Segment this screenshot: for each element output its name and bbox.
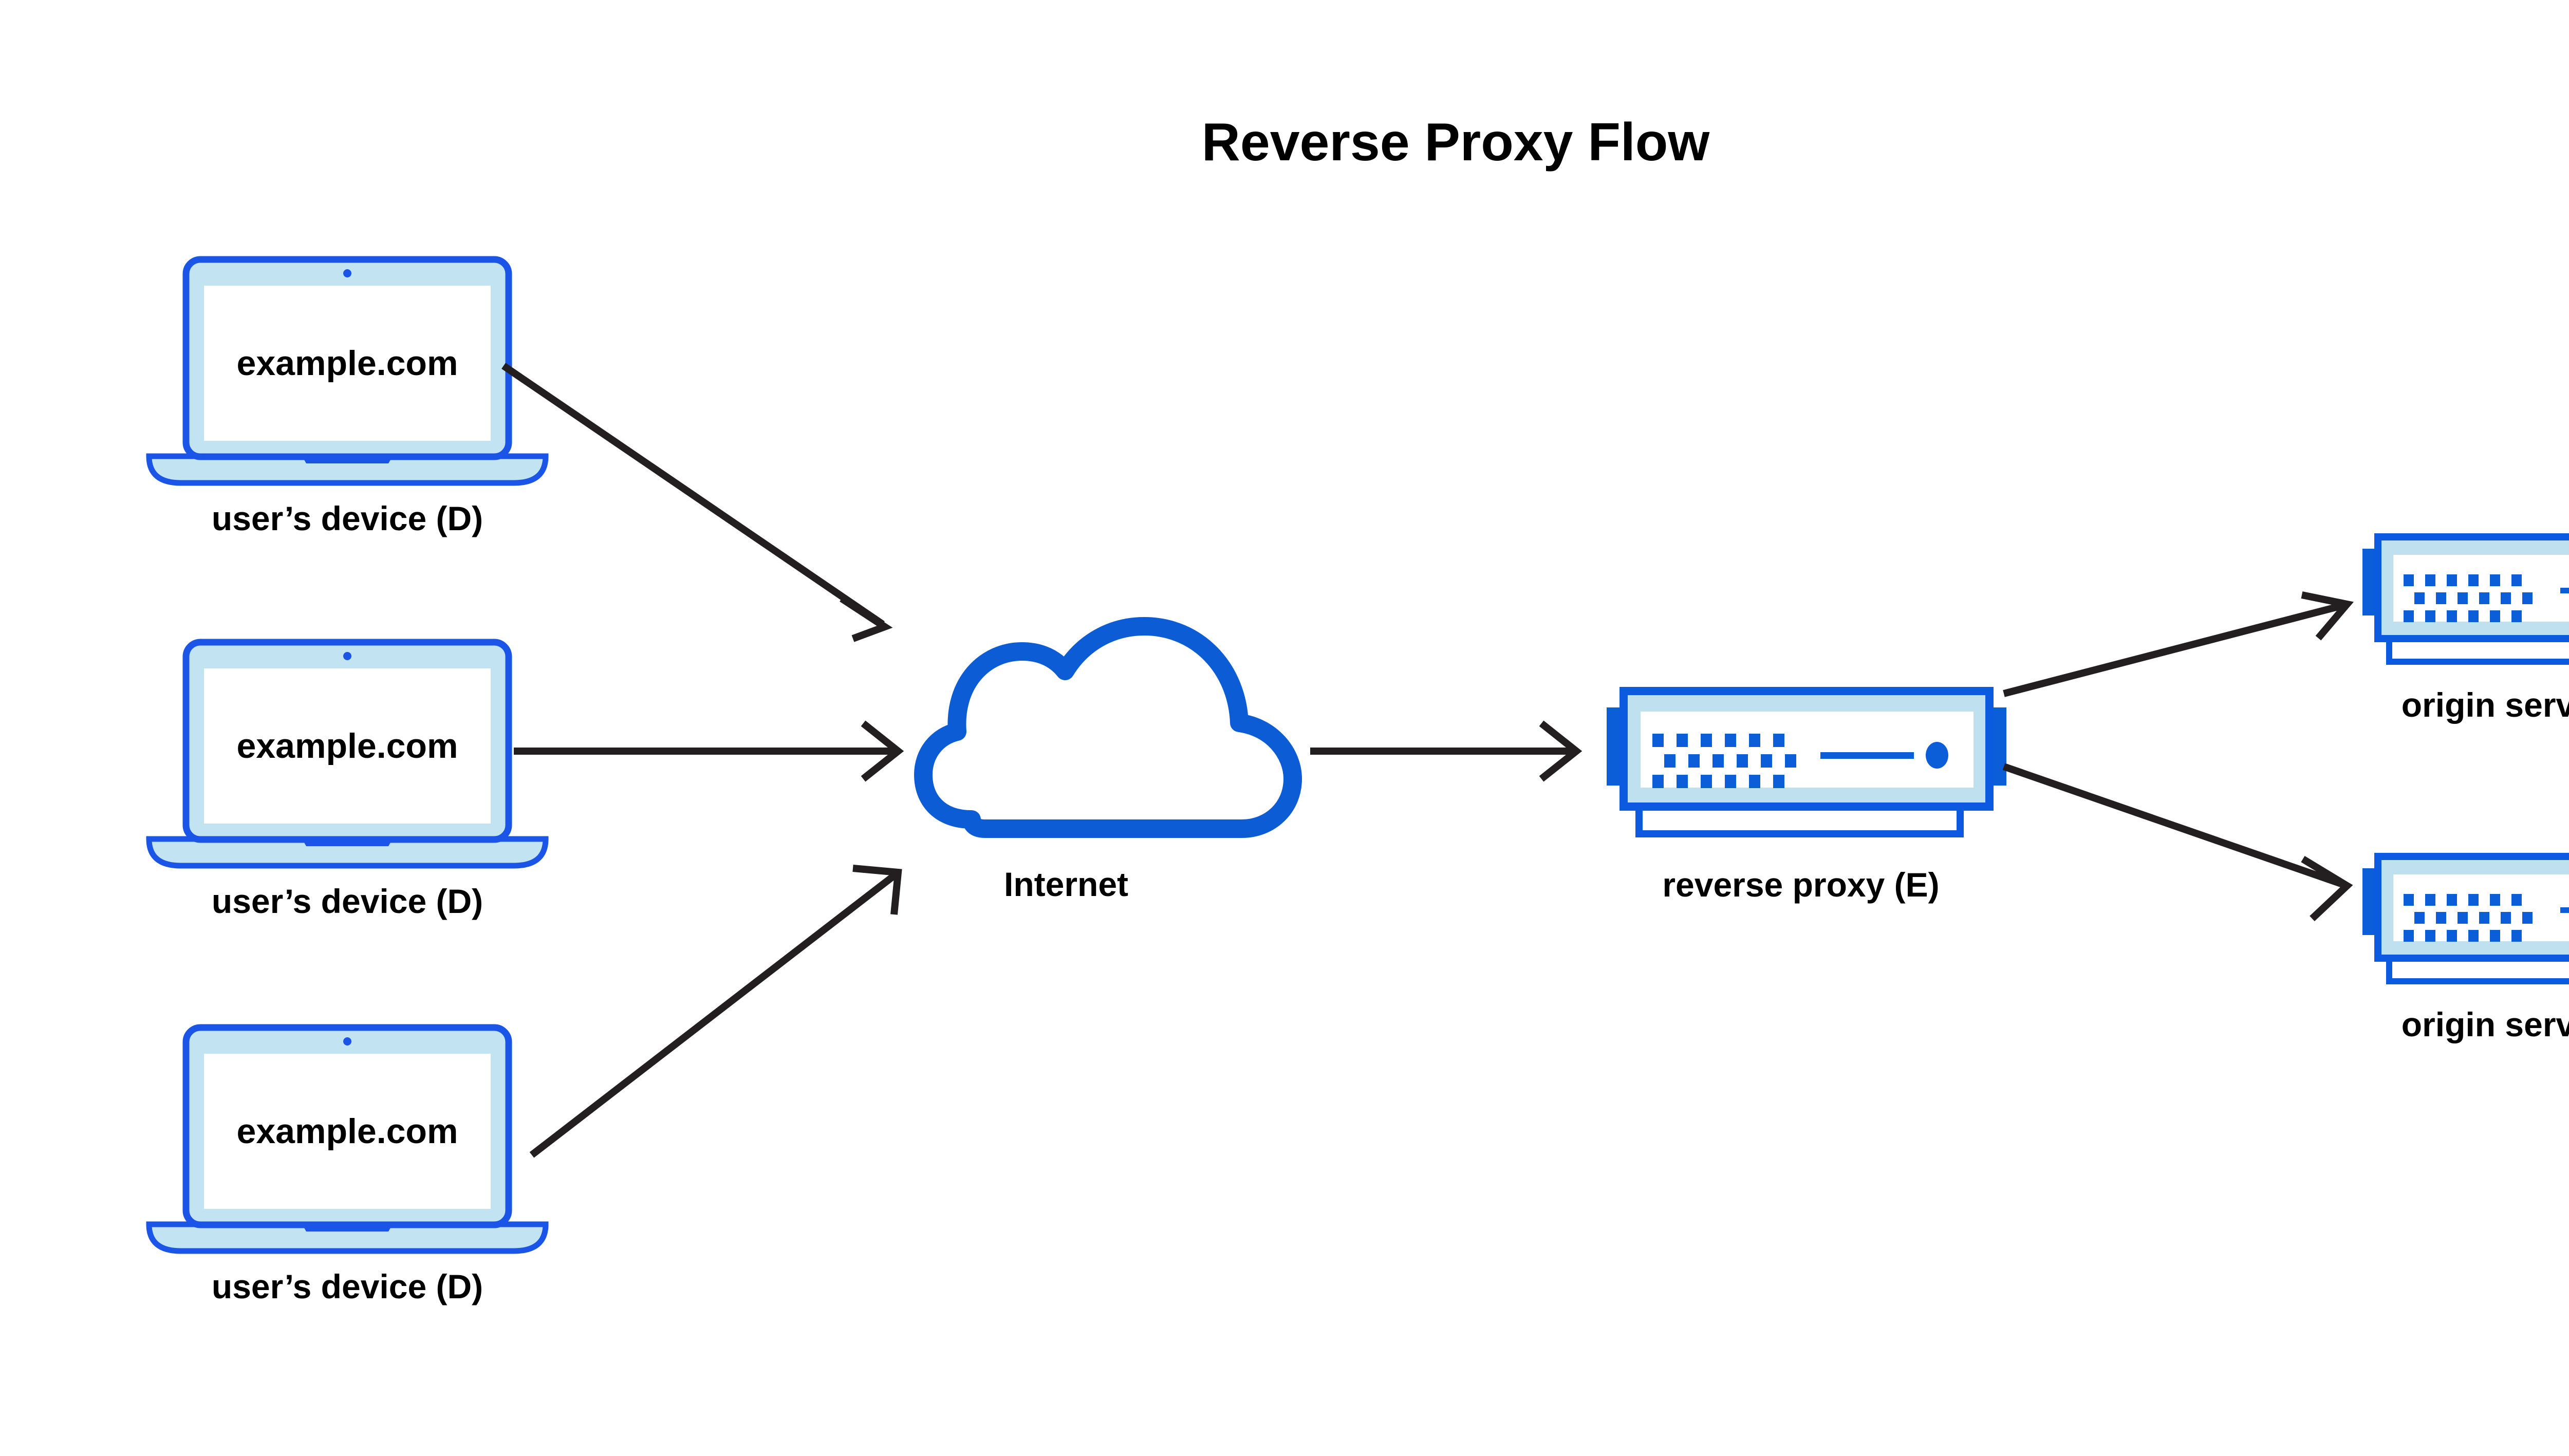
server-vent-grid — [2404, 894, 2533, 942]
laptop-screen — [204, 1054, 491, 1209]
edge-reverse-proxy-to-origin-top — [2003, 591, 2354, 697]
device-caption: user’s device (D) — [212, 499, 483, 537]
origin-server-caption: origin server (F) — [2402, 1005, 2569, 1043]
laptop-base — [146, 453, 549, 486]
internet-caption: Internet — [1004, 865, 1128, 903]
webcam-icon — [343, 652, 351, 660]
server-vent-grid — [2404, 574, 2533, 622]
device-bottom[interactable]: example.com user’s device (D) — [146, 1024, 549, 1305]
server-panel — [1641, 712, 1974, 788]
laptop-screen — [204, 668, 491, 824]
server-panel — [2393, 555, 2569, 622]
device-caption: user’s device (D) — [212, 882, 483, 920]
edge-device-middle-to-internet — [514, 720, 904, 782]
page-title: Reverse Proxy Flow — [1202, 113, 1710, 172]
laptop-base — [146, 836, 549, 869]
edge-device-bottom-to-internet — [529, 865, 902, 1158]
device-screen-url: example.com — [237, 1112, 458, 1151]
trackpad-notch — [302, 839, 393, 846]
trackpad-notch — [302, 1224, 393, 1231]
device-screen-url: example.com — [237, 344, 458, 383]
edge-reverse-proxy-to-origin-bottom — [2002, 763, 2353, 922]
cloud-icon — [914, 617, 1302, 838]
server-vent-grid — [1652, 734, 1796, 788]
edge-internet-to-reverse-proxy — [1310, 720, 1583, 782]
server-status-line — [1820, 752, 1914, 759]
origin-server-caption: origin server (F) — [2402, 686, 2569, 724]
edge-device-top-to-internet — [501, 363, 893, 642]
origin-server-bottom[interactable]: origin server (F) — [2362, 853, 2569, 1043]
trackpad-notch — [302, 456, 393, 463]
device-top[interactable]: example.com user’s device (D) — [146, 256, 549, 537]
device-middle[interactable]: example.com user’s device (D) — [146, 639, 549, 920]
webcam-icon — [343, 269, 351, 277]
server-status-dot — [1926, 742, 1948, 769]
server-panel — [2393, 874, 2569, 941]
server-status-line — [2560, 907, 2569, 913]
device-screen-url: example.com — [237, 726, 458, 766]
reverse-proxy-caption: reverse proxy (E) — [1662, 866, 1939, 904]
device-caption: user’s device (D) — [212, 1267, 483, 1305]
internet-cloud[interactable]: Internet — [914, 617, 1302, 903]
origin-server-top[interactable]: origin server (F) — [2362, 533, 2569, 724]
laptop-screen — [204, 286, 491, 441]
laptop-base — [146, 1221, 549, 1254]
reverse-proxy[interactable]: reverse proxy (E) — [1607, 687, 2006, 904]
webcam-icon — [343, 1037, 351, 1046]
server-status-line — [2560, 588, 2569, 593]
